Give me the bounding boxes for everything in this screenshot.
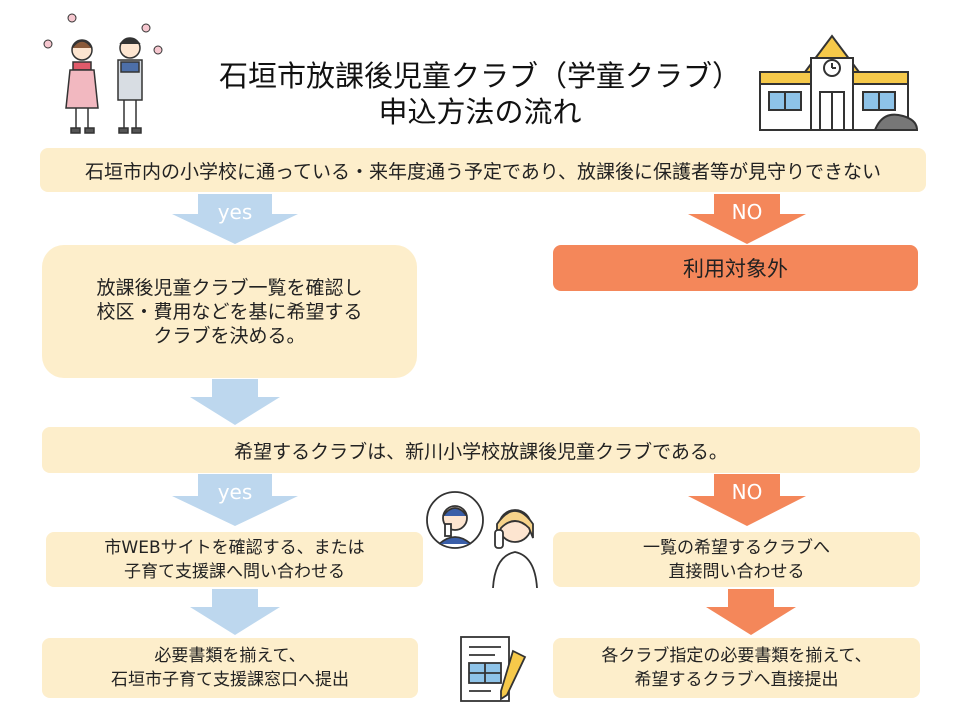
yes-contact-line-1: 市WEBサイトを確認する、または: [104, 537, 365, 558]
step-eligibility-question: 石垣市内の小学校に通っている・来年度通う予定であり、放課後に保護者等が見守りでき…: [40, 148, 926, 192]
title-line-1: 石垣市放課後児童クラブ（学童クラブ）: [218, 59, 741, 93]
step-club-question: 希望するクラブは、新川小学校放課後児童クラブである。: [42, 427, 920, 473]
no-label-2: NO: [731, 480, 763, 504]
step-choose-club: 放課後児童クラブ一覧を確認し 校区・費用などを基に希望する クラブを決める。: [42, 245, 417, 378]
no-contact-line-2: 直接問い合わせる: [668, 561, 805, 582]
step-yes-submit: 必要書類を揃えて、 石垣市子育て支援課窓口へ提出: [42, 638, 418, 698]
eligibility-question-text: 石垣市内の小学校に通っている・来年度通う予定であり、放課後に保護者等が見守りでき…: [84, 160, 882, 183]
step-no-submit: 各クラブ指定の必要書類を揃えて、 希望するクラブへ直接提出: [553, 638, 920, 698]
down-arrow-no-3: [706, 589, 796, 635]
club-question-text: 希望するクラブは、新川小学校放課後児童クラブである。: [234, 440, 728, 463]
choose-club-line-1: 放課後児童クラブ一覧を確認し: [96, 276, 363, 299]
yes-label-2: yes: [217, 480, 253, 504]
down-arrow-2: [190, 379, 280, 425]
title-line-2: 申込方法の流れ: [378, 95, 582, 129]
no-label-1: NO: [731, 200, 763, 224]
no-arrow-1: [688, 194, 806, 244]
not-eligible-box: 利用対象外: [553, 245, 918, 291]
no-contact-line-1: 一覧の希望するクラブへ: [643, 537, 830, 558]
not-eligible-text: 利用対象外: [683, 257, 788, 281]
yes-contact-line-2: 子育て支援課へ問い合わせる: [124, 561, 345, 582]
yes-submit-line-2: 石垣市子育て支援課窓口へ提出: [111, 670, 349, 690]
page-title: 石垣市放課後児童クラブ（学童クラブ） 申込方法の流れ: [210, 58, 750, 130]
no-arrow-2: [688, 474, 806, 526]
down-arrow-yes-3: [190, 589, 280, 635]
no-submit-line-2: 希望するクラブへ直接提出: [634, 670, 839, 690]
yes-arrow-2: [172, 474, 298, 526]
document-pen-illustration: [460, 636, 527, 702]
yes-label-1: yes: [217, 200, 253, 224]
no-submit-line-1: 各クラブ指定の必要書類を揃えて、: [601, 646, 872, 666]
choose-club-line-3: クラブを決める。: [153, 324, 306, 347]
step-yes-contact: 市WEBサイトを確認する、または 子育て支援課へ問い合わせる: [46, 532, 423, 587]
yes-arrow-1: [172, 194, 298, 244]
school-building-illustration: [759, 34, 919, 131]
choose-club-line-2: 校区・費用などを基に希望する: [96, 300, 363, 323]
step-no-contact: 一覧の希望するクラブへ 直接問い合わせる: [553, 532, 920, 587]
children-illustration: [43, 13, 163, 134]
yes-submit-line-1: 必要書類を揃えて、: [154, 646, 306, 666]
phone-call-illustration: [426, 491, 538, 589]
